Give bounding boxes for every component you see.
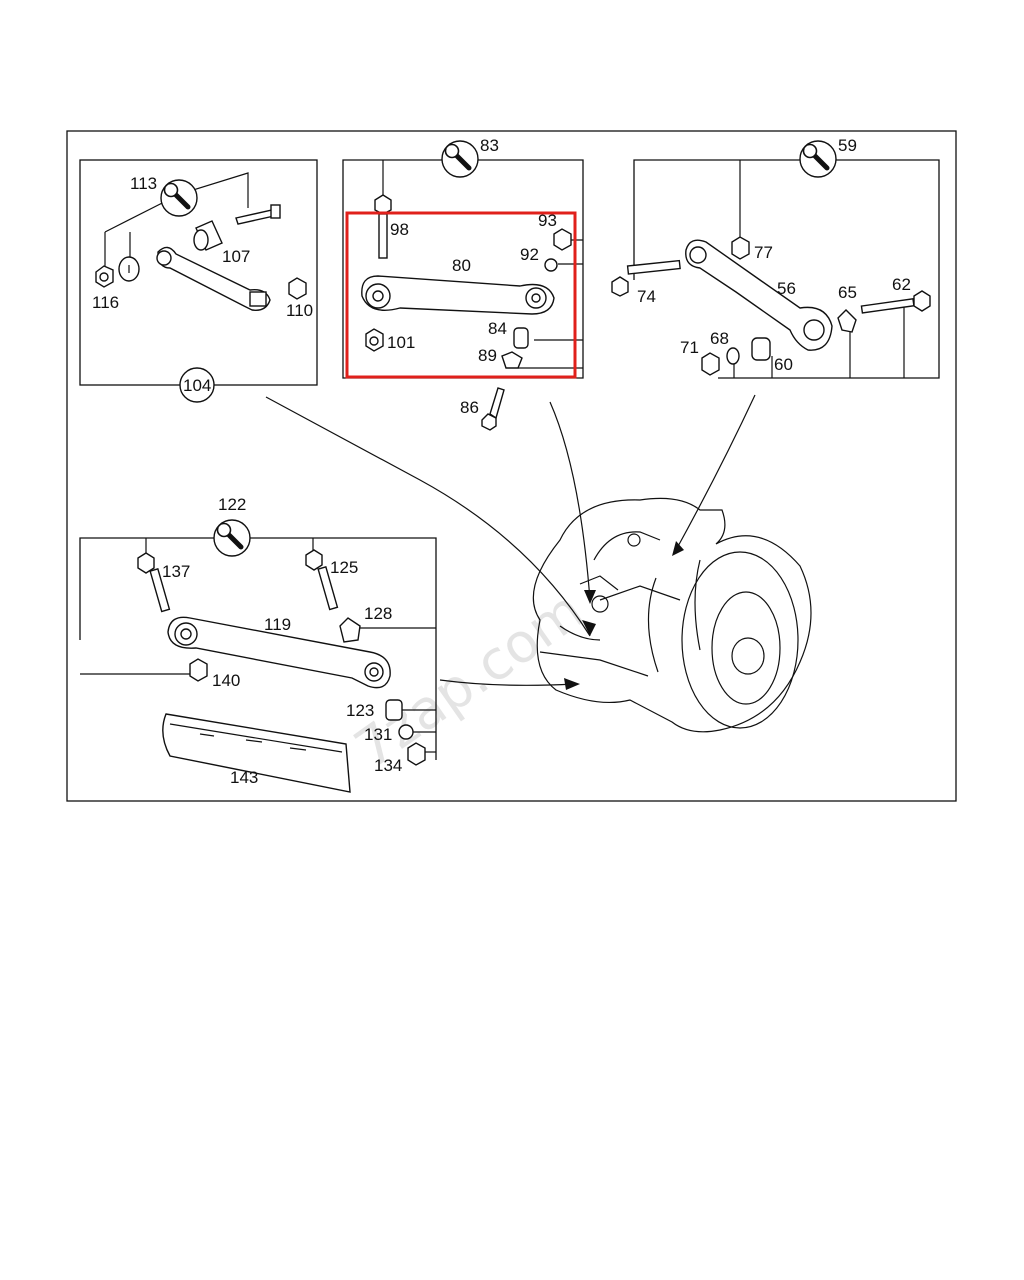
- part-label-123: 123: [346, 701, 374, 720]
- part-label-116: 116: [92, 293, 119, 312]
- part-label-131: 131: [364, 725, 392, 744]
- part-label-68: 68: [710, 329, 729, 348]
- part-label-101: 101: [387, 333, 415, 352]
- part-label-65: 65: [838, 283, 857, 302]
- part-label-98: 98: [390, 220, 409, 239]
- part-label-137: 137: [162, 562, 190, 581]
- part-label-84: 84: [488, 319, 507, 338]
- part-label-71: 71: [680, 338, 699, 357]
- part-label-77: 77: [754, 243, 773, 262]
- part-label-56: 56: [777, 279, 796, 298]
- group-badge-104: [179, 367, 215, 403]
- part-label-113: 113: [130, 174, 157, 193]
- part-label-107: 107: [222, 247, 250, 266]
- part-label-125: 125: [330, 558, 358, 577]
- highlight-box: [345, 211, 577, 379]
- part-label-119: 119: [264, 615, 291, 634]
- part-label-74: 74: [637, 287, 656, 306]
- part-label-140: 140: [212, 671, 240, 690]
- part-label-92: 92: [520, 245, 539, 264]
- part-label-134: 134: [374, 756, 402, 775]
- part-label-122: 122: [218, 495, 246, 514]
- group-center-top: 83 98 80 93 92 84 89 101 86: [342, 136, 584, 431]
- group-label-104: 104: [183, 376, 211, 395]
- group-right-top: 59 77 74 56 65 62 71 68 60: [611, 136, 940, 379]
- part-label-80: 80: [452, 256, 471, 275]
- leader-arrows: [265, 394, 756, 690]
- part-label-83: 83: [480, 136, 499, 155]
- group-lower-left: 122 137 125 119 128 140 123 131 134: [79, 495, 437, 793]
- part-label-60: 60: [774, 355, 793, 374]
- part-label-89: 89: [478, 346, 497, 365]
- hub-knuckle-assembly: [532, 497, 812, 733]
- part-label-86: 86: [460, 398, 479, 417]
- outer-frame: [66, 130, 957, 802]
- part-label-93: 93: [538, 211, 557, 230]
- part-label-62: 62: [892, 275, 911, 294]
- part-label-128: 128: [364, 604, 392, 623]
- part-label-143: 143: [230, 768, 258, 787]
- part-label-110: 110: [286, 301, 313, 320]
- part-label-59: 59: [838, 136, 857, 155]
- group-left-top: 113 107 116 110 104: [79, 159, 318, 403]
